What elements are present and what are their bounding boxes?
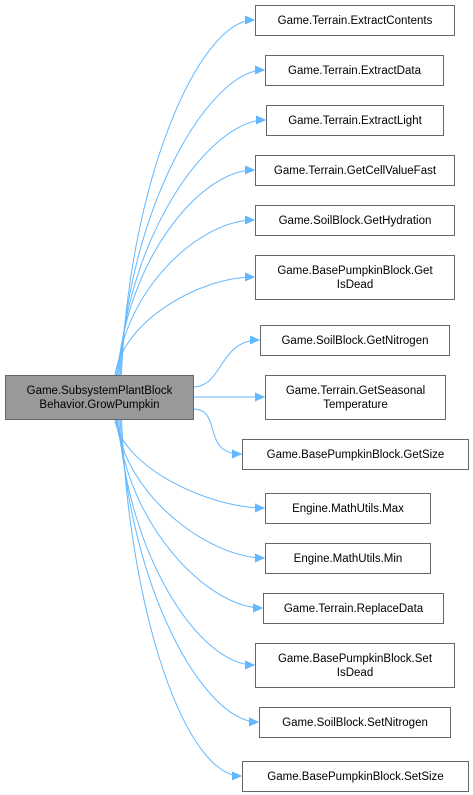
node-game-soilblock-gethydration-box: [255, 205, 455, 236]
node-game-basepumpkinblock-setisdead-label: IsDead: [337, 667, 373, 679]
node-game-terrain-getseasonaltemperature-label: Temperature: [323, 399, 388, 411]
node-engine-mathutils-min-label: Engine.MathUtils.Min: [294, 553, 403, 565]
node-game-soilblock-setnitrogen[interactable]: Game.SoilBlock.SetNitrogen: [259, 707, 451, 738]
node-game-terrain-getcellvaluefast[interactable]: Game.Terrain.GetCellValueFast: [255, 155, 455, 186]
node-game-basepumpkinblock-setsize[interactable]: Game.BasePumpkinBlock.SetSize: [242, 761, 469, 792]
node-game-terrain-extractcontents-label: Game.Terrain.ExtractContents: [278, 15, 433, 27]
node-game-basepumpkinblock-getisdead-box: [255, 255, 455, 300]
call-edges: [114, 20, 265, 776]
node-game-basepumpkinblock-getsize[interactable]: Game.BasePumpkinBlock.GetSize: [242, 439, 469, 470]
edge-to-game-terrain-replacedata: [116, 418, 262, 608]
node-game-terrain-extractlight[interactable]: Game.Terrain.ExtractLight: [266, 105, 444, 136]
node-game-soilblock-gethydration[interactable]: Game.SoilBlock.GetHydration: [255, 205, 455, 236]
node-game-terrain-extractlight-label: Game.Terrain.ExtractLight: [288, 115, 422, 127]
edge-to-game-terrain-extractdata: [119, 70, 264, 376]
node-game-terrain-replacedata-box: [263, 593, 444, 624]
node-game-soilblock-gethydration-label: Game.SoilBlock.GetHydration: [279, 215, 432, 227]
edge-to-game-soilblock-setnitrogen: [119, 418, 258, 722]
node-game-soilblock-getnitrogen[interactable]: Game.SoilBlock.GetNitrogen: [260, 325, 450, 356]
edge-to-engine-mathutils-min: [115, 418, 264, 558]
edge-to-game-soilblock-getnitrogen: [192, 340, 259, 388]
node-game-soilblock-getnitrogen-box: [260, 325, 450, 356]
root-node-growpumpkin[interactable]: Game.SubsystemPlantBlockBehavior.GrowPum…: [5, 375, 194, 420]
root-node-growpumpkin-label: Game.SubsystemPlantBlock: [27, 385, 173, 397]
node-engine-mathutils-max[interactable]: Engine.MathUtils.Max: [265, 493, 431, 524]
node-game-terrain-getcellvaluefast-label: Game.Terrain.GetCellValueFast: [274, 165, 437, 177]
edge-to-game-basepumpkinblock-setsize: [120, 418, 241, 776]
node-engine-mathutils-min-box: [265, 543, 431, 574]
edge-to-game-soilblock-gethydration: [115, 220, 254, 376]
call-nodes: Game.SubsystemPlantBlockBehavior.GrowPum…: [5, 5, 469, 792]
node-game-basepumpkinblock-setsize-label: Game.BasePumpkinBlock.SetSize: [267, 771, 443, 783]
node-game-soilblock-getnitrogen-label: Game.SoilBlock.GetNitrogen: [281, 335, 428, 347]
node-game-soilblock-setnitrogen-box: [259, 707, 451, 738]
edge-to-game-terrain-extractcontents: [120, 20, 254, 376]
node-game-basepumpkinblock-setsize-box: [242, 761, 469, 792]
node-game-terrain-replacedata-label: Game.Terrain.ReplaceData: [284, 603, 424, 615]
node-game-basepumpkinblock-getsize-box: [242, 439, 469, 470]
node-game-terrain-getseasonaltemperature-label: Game.Terrain.GetSeasonal: [286, 385, 425, 397]
root-node-growpumpkin-label: Behavior.GrowPumpkin: [39, 399, 159, 411]
node-engine-mathutils-max-box: [265, 493, 431, 524]
edge-to-game-terrain-getcellvaluefast: [117, 170, 254, 376]
node-game-basepumpkinblock-getsize-label: Game.BasePumpkinBlock.GetSize: [267, 449, 445, 461]
node-game-basepumpkinblock-getisdead-label: Game.BasePumpkinBlock.Get: [277, 265, 433, 277]
node-engine-mathutils-max-label: Engine.MathUtils.Max: [292, 503, 404, 515]
node-game-terrain-extractdata-box: [265, 55, 444, 86]
node-game-terrain-extractcontents-box: [255, 5, 455, 36]
node-game-terrain-getcellvaluefast-box: [255, 155, 455, 186]
edge-to-engine-mathutils-max: [114, 418, 264, 508]
node-game-basepumpkinblock-setisdead-box: [255, 643, 455, 688]
node-game-terrain-extractcontents[interactable]: Game.Terrain.ExtractContents: [255, 5, 455, 36]
node-game-soilblock-setnitrogen-label: Game.SoilBlock.SetNitrogen: [282, 717, 428, 729]
root-node-growpumpkin-box: [5, 375, 194, 420]
node-game-terrain-extractdata-label: Game.Terrain.ExtractData: [288, 65, 422, 77]
node-game-basepumpkinblock-getisdead-label: IsDead: [337, 279, 373, 291]
edge-to-game-basepumpkinblock-getsize: [192, 408, 241, 454]
node-game-terrain-replacedata[interactable]: Game.Terrain.ReplaceData: [263, 593, 444, 624]
node-game-terrain-getseasonaltemperature-box: [265, 375, 446, 420]
edge-to-game-terrain-extractlight: [118, 120, 265, 376]
node-game-basepumpkinblock-setisdead-label: Game.BasePumpkinBlock.Set: [278, 653, 433, 665]
node-game-terrain-extractdata[interactable]: Game.Terrain.ExtractData: [265, 55, 444, 86]
edge-to-game-basepumpkinblock-getisdead: [114, 277, 254, 376]
node-game-terrain-extractlight-box: [266, 105, 444, 136]
node-engine-mathutils-min[interactable]: Engine.MathUtils.Min: [265, 543, 431, 574]
